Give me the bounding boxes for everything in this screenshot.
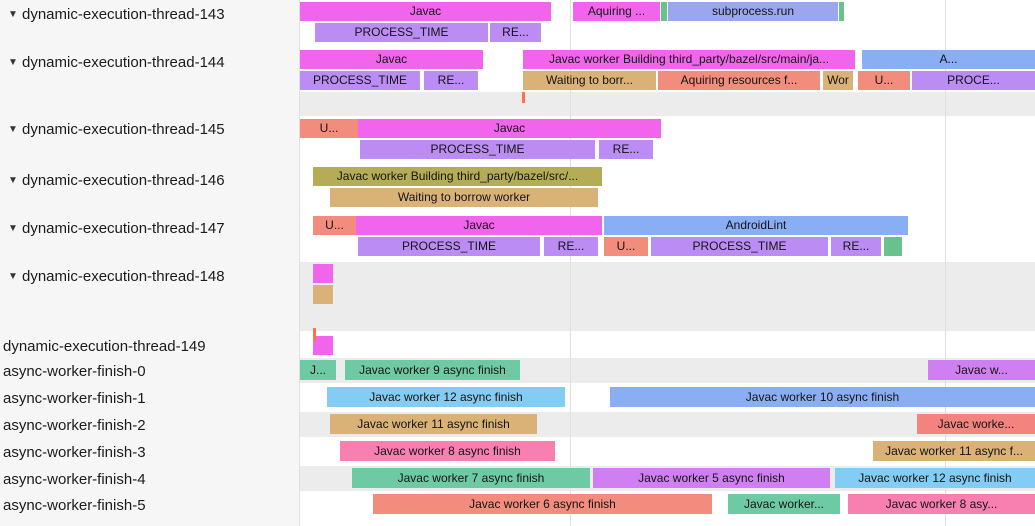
expander-chevron-icon[interactable]: ▼ xyxy=(8,123,18,135)
trace-span[interactable]: Aquiring resources f... xyxy=(658,71,820,90)
trace-span[interactable]: PROCE... xyxy=(912,71,1035,90)
instant-event-marker[interactable] xyxy=(313,328,316,341)
trace-span[interactable] xyxy=(313,264,333,283)
track-name: async-worker-finish-5 xyxy=(3,496,146,514)
trace-span[interactable]: Javac worke... xyxy=(917,414,1035,434)
expander-chevron-icon[interactable]: ▼ xyxy=(8,56,18,68)
trace-span[interactable]: U... xyxy=(604,237,648,256)
trace-span[interactable]: RE... xyxy=(424,71,478,90)
trace-span[interactable]: U... xyxy=(300,119,358,138)
row-background-band xyxy=(300,92,1035,116)
trace-span[interactable]: Javac worker 10 async finish xyxy=(610,387,1035,407)
trace-span[interactable]: Javac worker 12 async finish xyxy=(327,387,565,407)
trace-span[interactable]: Waiting to borrow worker xyxy=(330,188,598,207)
expander-chevron-icon[interactable]: ▼ xyxy=(8,270,18,282)
track-name: async-worker-finish-2 xyxy=(3,416,146,434)
trace-span[interactable]: Wor xyxy=(823,71,853,90)
track-label-row[interactable]: async-worker-finish-4 xyxy=(0,469,299,489)
track-name-sidebar: ▼ dynamic-execution-thread-143 ▼ dynamic-ex… xyxy=(0,0,300,526)
trace-span[interactable]: PROCESS_TIME xyxy=(651,237,828,256)
trace-span[interactable]: PROCESS_TIME xyxy=(315,23,488,42)
trace-span[interactable]: Javac worker 9 async finish xyxy=(345,360,520,380)
trace-span[interactable]: Javac worker... xyxy=(728,494,840,514)
trace-span[interactable] xyxy=(313,336,333,355)
trace-span[interactable]: Waiting to borr... xyxy=(523,71,656,90)
trace-span[interactable]: PROCESS_TIME xyxy=(358,237,540,256)
trace-span[interactable]: PROCESS_TIME xyxy=(300,71,420,90)
track-name: async-worker-finish-3 xyxy=(3,443,146,461)
trace-span[interactable]: Javac xyxy=(300,50,483,69)
trace-span[interactable]: Javac w... xyxy=(928,360,1035,380)
trace-span[interactable]: J... xyxy=(300,360,336,380)
trace-span[interactable]: Javac xyxy=(358,119,661,138)
track-label-row[interactable]: ▼ dynamic-execution-thread-147 xyxy=(0,218,299,238)
trace-span[interactable]: U... xyxy=(313,216,356,235)
track-name: dynamic-execution-thread-146 xyxy=(22,171,225,189)
trace-span[interactable]: U... xyxy=(858,71,910,90)
track-name: dynamic-execution-thread-144 xyxy=(22,53,225,71)
expander-chevron-icon[interactable]: ▼ xyxy=(8,8,18,20)
track-name: dynamic-execution-thread-145 xyxy=(22,120,225,138)
trace-span[interactable] xyxy=(884,237,902,256)
trace-span[interactable]: Javac worker Building third_party/bazel/… xyxy=(523,50,855,69)
trace-span[interactable]: subprocess.run xyxy=(668,2,838,21)
track-label-row[interactable]: ▼ dynamic-execution-thread-144 xyxy=(0,52,299,72)
trace-span[interactable]: RE... xyxy=(490,23,541,42)
track-label-row[interactable]: ▼ dynamic-execution-thread-143 xyxy=(0,4,299,24)
track-name: async-worker-finish-4 xyxy=(3,470,146,488)
track-label-row[interactable]: async-worker-finish-2 xyxy=(0,415,299,435)
expander-chevron-icon[interactable]: ▼ xyxy=(8,222,18,234)
trace-span[interactable]: Javac worker 7 async finish xyxy=(352,468,590,488)
trace-span[interactable]: Aquiring ... xyxy=(573,2,660,21)
track-label-row[interactable]: ▼ dynamic-execution-thread-146 xyxy=(0,170,299,190)
trace-span[interactable]: Javac worker 5 async finish xyxy=(593,468,830,488)
track-name: dynamic-execution-thread-149 xyxy=(3,337,206,355)
row-background-band xyxy=(300,262,1035,331)
trace-span[interactable]: Javac worker 6 async finish xyxy=(373,494,712,514)
track-name: dynamic-execution-thread-147 xyxy=(22,219,225,237)
track-label-row[interactable]: async-worker-finish-5 xyxy=(0,495,299,515)
trace-span[interactable]: PROCESS_TIME xyxy=(360,140,595,159)
track-name: dynamic-execution-thread-148 xyxy=(22,267,225,285)
track-label-row[interactable]: async-worker-finish-1 xyxy=(0,388,299,408)
trace-span[interactable]: RE... xyxy=(831,237,881,256)
expander-chevron-icon[interactable]: ▼ xyxy=(8,174,18,186)
track-label-row[interactable]: dynamic-execution-thread-149 xyxy=(0,336,299,356)
trace-span[interactable]: Javac worker 8 async finish xyxy=(340,441,555,461)
track-name: async-worker-finish-0 xyxy=(3,362,146,380)
trace-span[interactable]: Javac worker 11 async f... xyxy=(873,441,1035,461)
trace-span[interactable]: Javac xyxy=(300,2,551,21)
track-name: async-worker-finish-1 xyxy=(3,389,146,407)
trace-span[interactable]: Javac worker 12 async finish xyxy=(835,468,1035,488)
trace-span[interactable]: RE... xyxy=(544,237,598,256)
trace-span[interactable] xyxy=(839,2,844,21)
track-label-row[interactable]: ▼ dynamic-execution-thread-145 xyxy=(0,119,299,139)
time-gridline xyxy=(570,0,571,526)
track-label-row[interactable]: async-worker-finish-0 xyxy=(0,361,299,381)
trace-span[interactable]: Javac worker Building third_party/bazel/… xyxy=(313,167,602,186)
track-name: dynamic-execution-thread-143 xyxy=(22,5,225,23)
trace-span[interactable]: AndroidLint xyxy=(604,216,908,235)
trace-span[interactable]: Javac xyxy=(356,216,602,235)
trace-span[interactable]: RE... xyxy=(599,140,653,159)
trace-span[interactable]: A... xyxy=(862,50,1035,69)
instant-event-marker[interactable] xyxy=(522,92,525,103)
trace-span[interactable] xyxy=(661,2,667,21)
trace-span[interactable] xyxy=(313,285,333,304)
track-label-row[interactable]: async-worker-finish-3 xyxy=(0,442,299,462)
trace-span[interactable]: Javac worker 11 async finish xyxy=(330,414,537,434)
track-label-row[interactable]: ▼ dynamic-execution-thread-148 xyxy=(0,266,299,286)
trace-span[interactable]: Javac worker 8 asy... xyxy=(848,494,1035,514)
time-gridline xyxy=(945,0,946,526)
